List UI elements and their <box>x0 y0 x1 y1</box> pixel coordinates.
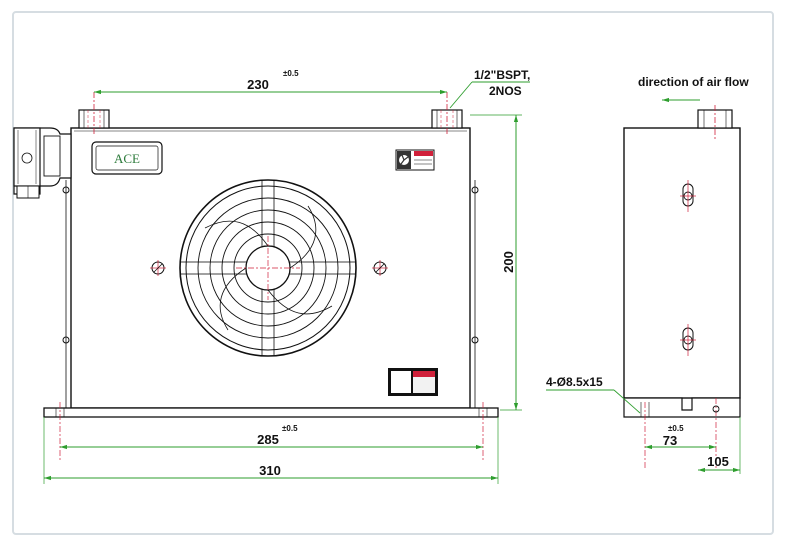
outlet-port <box>431 92 463 135</box>
base-plate <box>43 407 499 418</box>
side-body <box>623 127 741 399</box>
dim-285-label: 285 <box>257 432 279 447</box>
hole-callout-label: 4-Ø8.5x15 <box>546 375 603 389</box>
guard-bolt-left <box>150 260 166 276</box>
dim-285-tol: ±0.5 <box>282 424 298 433</box>
dim-73-tol: ±0.5 <box>668 424 684 433</box>
dimension-depth-mount: 73 ±0.5 <box>645 424 716 450</box>
dim-73-label: 73 <box>663 433 677 448</box>
dim-230-label: 230 <box>247 77 269 92</box>
brand-plate: ACE <box>91 141 163 175</box>
port-callout-line2: 2NOS <box>489 84 522 98</box>
dimension-height: 200 <box>470 114 522 411</box>
port-callout-line1: 1/2"BSPT, <box>474 68 530 82</box>
cooler-body <box>70 127 471 409</box>
dimension-port-spacing: 230 ±0.5 <box>94 69 447 95</box>
brand-label: ACE <box>114 151 140 166</box>
fan-guard <box>179 179 357 357</box>
power-switch <box>388 368 438 396</box>
port-callout: 1/2"BSPT, 2NOS <box>449 68 530 109</box>
air-flow-label: direction of air flow <box>638 75 749 89</box>
dimension-depth-overall: 105 <box>698 417 741 474</box>
warning-sticker-icon <box>395 149 435 171</box>
dimension-mount-spacing: 285 ±0.5 <box>60 424 483 450</box>
dim-105-label: 105 <box>707 454 729 469</box>
front-view: ACE <box>13 92 499 460</box>
dimension-overall-width: 310 <box>43 417 499 484</box>
drawing-frame <box>12 11 774 535</box>
junction-box <box>13 127 72 199</box>
side-bolt-lower <box>680 324 696 356</box>
inlet-port <box>78 92 110 135</box>
dim-200-label: 200 <box>501 251 516 273</box>
side-bolt-upper <box>680 180 696 212</box>
dim-230-tol: ±0.5 <box>283 69 299 78</box>
dim-310-label: 310 <box>259 463 281 478</box>
hole-callout: 4-Ø8.5x15 <box>546 375 641 414</box>
side-view: direction of air flow <box>623 75 749 470</box>
guard-bolt-right <box>372 260 388 276</box>
